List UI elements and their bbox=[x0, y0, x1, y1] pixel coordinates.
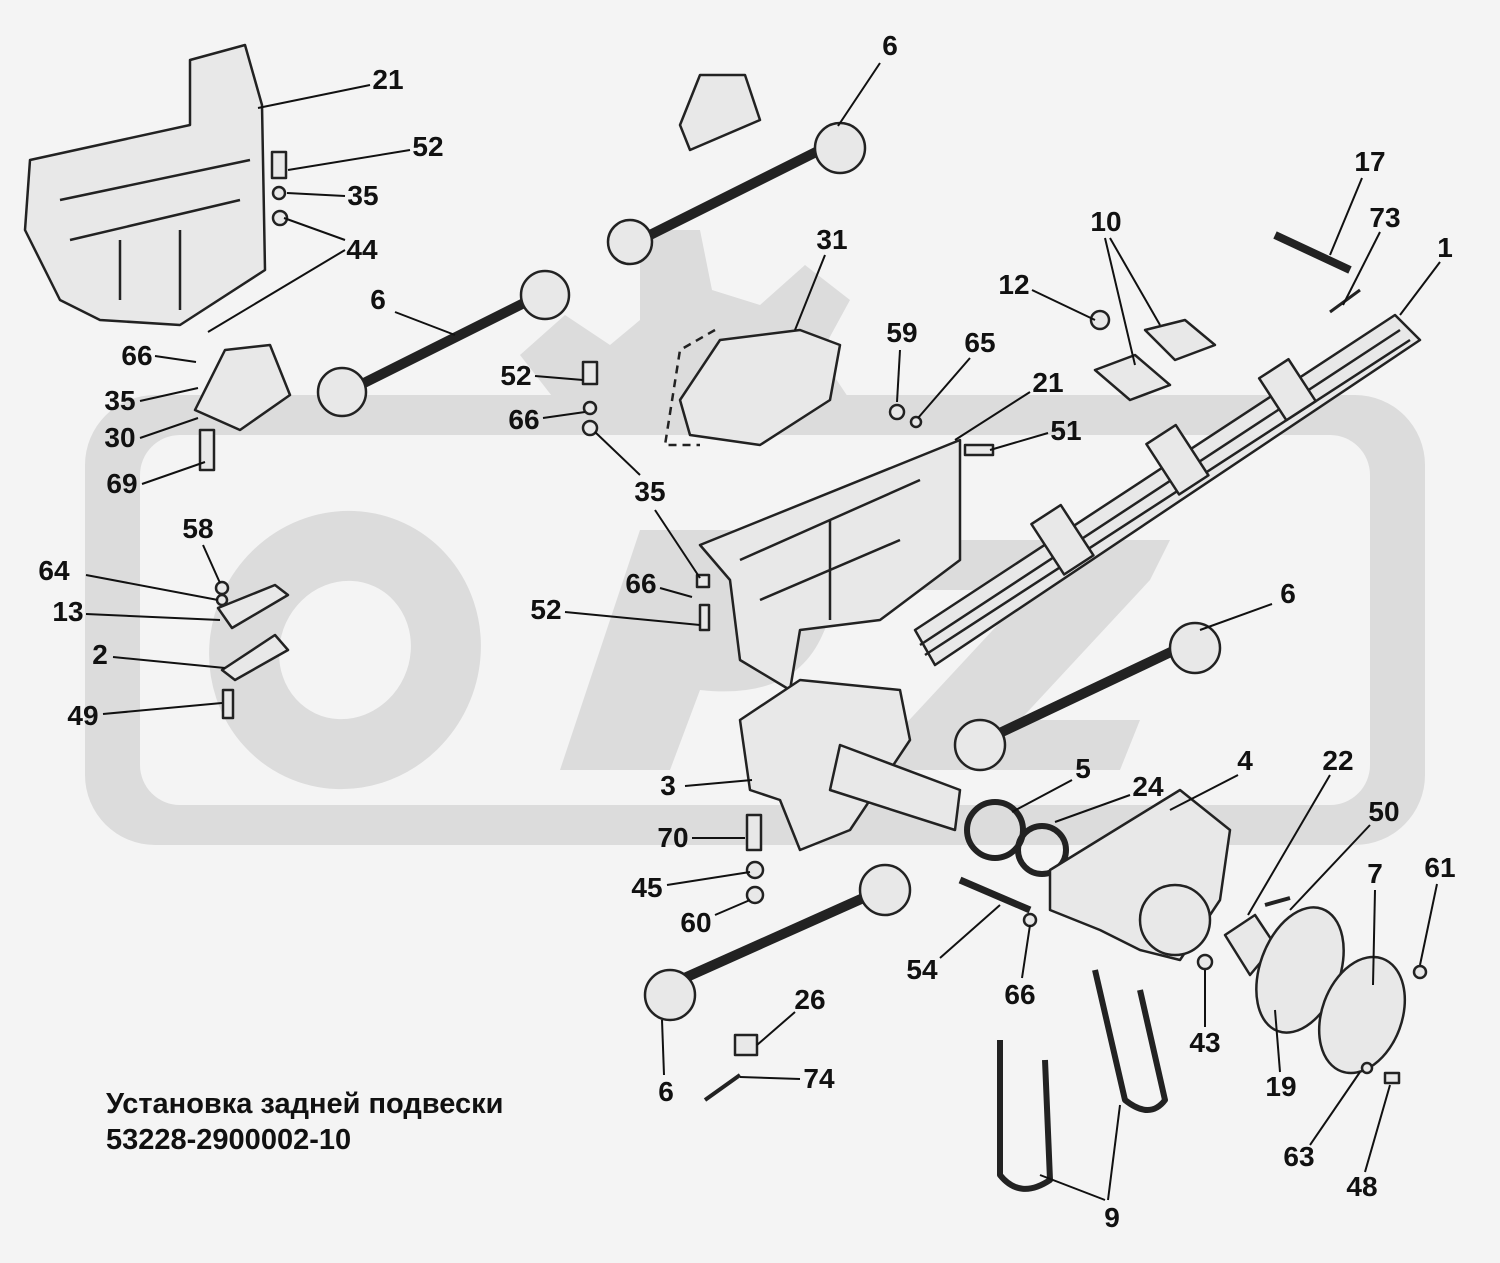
part-number: 53228-2900002-10 bbox=[106, 1124, 352, 1156]
callout-6: 6 bbox=[658, 1076, 674, 1107]
callout-63: 63 bbox=[1283, 1141, 1315, 1172]
callout-22: 22 bbox=[1322, 745, 1354, 776]
callout-21: 21 bbox=[372, 64, 404, 95]
callout-35: 35 bbox=[104, 385, 136, 416]
callout-43: 43 bbox=[1189, 1027, 1221, 1058]
callout-69: 69 bbox=[106, 468, 138, 499]
callout-50: 50 bbox=[1368, 796, 1400, 827]
callout-54: 54 bbox=[906, 954, 938, 985]
callout-17: 17 bbox=[1354, 146, 1386, 177]
callout-26: 26 bbox=[794, 984, 826, 1015]
callout-6: 6 bbox=[1280, 578, 1296, 609]
callout-19: 19 bbox=[1265, 1071, 1297, 1102]
callout-31: 31 bbox=[816, 224, 848, 255]
callout-35: 35 bbox=[347, 180, 379, 211]
callout-59: 59 bbox=[886, 317, 918, 348]
callout-5: 5 bbox=[1075, 753, 1091, 784]
callout-44: 44 bbox=[346, 234, 378, 265]
callout-6: 6 bbox=[370, 284, 386, 315]
callout-2: 2 bbox=[92, 639, 108, 670]
callout-70: 70 bbox=[657, 822, 689, 853]
callout-30: 30 bbox=[104, 422, 136, 453]
callout-35: 35 bbox=[634, 476, 666, 507]
callout-4: 4 bbox=[1237, 745, 1253, 776]
callout-60: 60 bbox=[680, 907, 712, 938]
callout-64: 64 bbox=[38, 555, 70, 586]
callout-65: 65 bbox=[964, 327, 996, 358]
callout-73: 73 bbox=[1369, 202, 1401, 233]
callout-3: 3 bbox=[660, 770, 676, 801]
callout-51: 51 bbox=[1050, 415, 1082, 446]
callout-66: 66 bbox=[508, 404, 540, 435]
callout-48: 48 bbox=[1346, 1171, 1378, 1202]
callout-24: 24 bbox=[1132, 771, 1164, 802]
diagram-caption: Установка задней подвески 53228-2900002-… bbox=[106, 1086, 503, 1158]
callout-61: 61 bbox=[1424, 852, 1456, 883]
callout-6: 6 bbox=[882, 30, 898, 61]
callout-74: 74 bbox=[803, 1063, 835, 1094]
callout-13: 13 bbox=[52, 596, 84, 627]
callout-9: 9 bbox=[1104, 1202, 1120, 1233]
callout-12: 12 bbox=[998, 269, 1030, 300]
callout-45: 45 bbox=[631, 872, 663, 903]
callout-52: 52 bbox=[412, 131, 444, 162]
callout-66: 66 bbox=[1004, 979, 1036, 1010]
callout-66: 66 bbox=[625, 568, 657, 599]
callout-21: 21 bbox=[1032, 367, 1064, 398]
callout-52: 52 bbox=[500, 360, 532, 391]
leader-lines bbox=[85, 62, 1441, 1201]
callout-52: 52 bbox=[530, 594, 562, 625]
parts-drawing bbox=[23, 43, 1428, 1192]
callout-66: 66 bbox=[121, 340, 153, 371]
callout-49: 49 bbox=[67, 700, 99, 731]
callout-58: 58 bbox=[182, 513, 214, 544]
callout-7: 7 bbox=[1367, 858, 1383, 889]
callout-10: 10 bbox=[1090, 206, 1122, 237]
callout-1: 1 bbox=[1437, 232, 1453, 263]
diagram-title: Установка задней подвески bbox=[106, 1088, 504, 1120]
